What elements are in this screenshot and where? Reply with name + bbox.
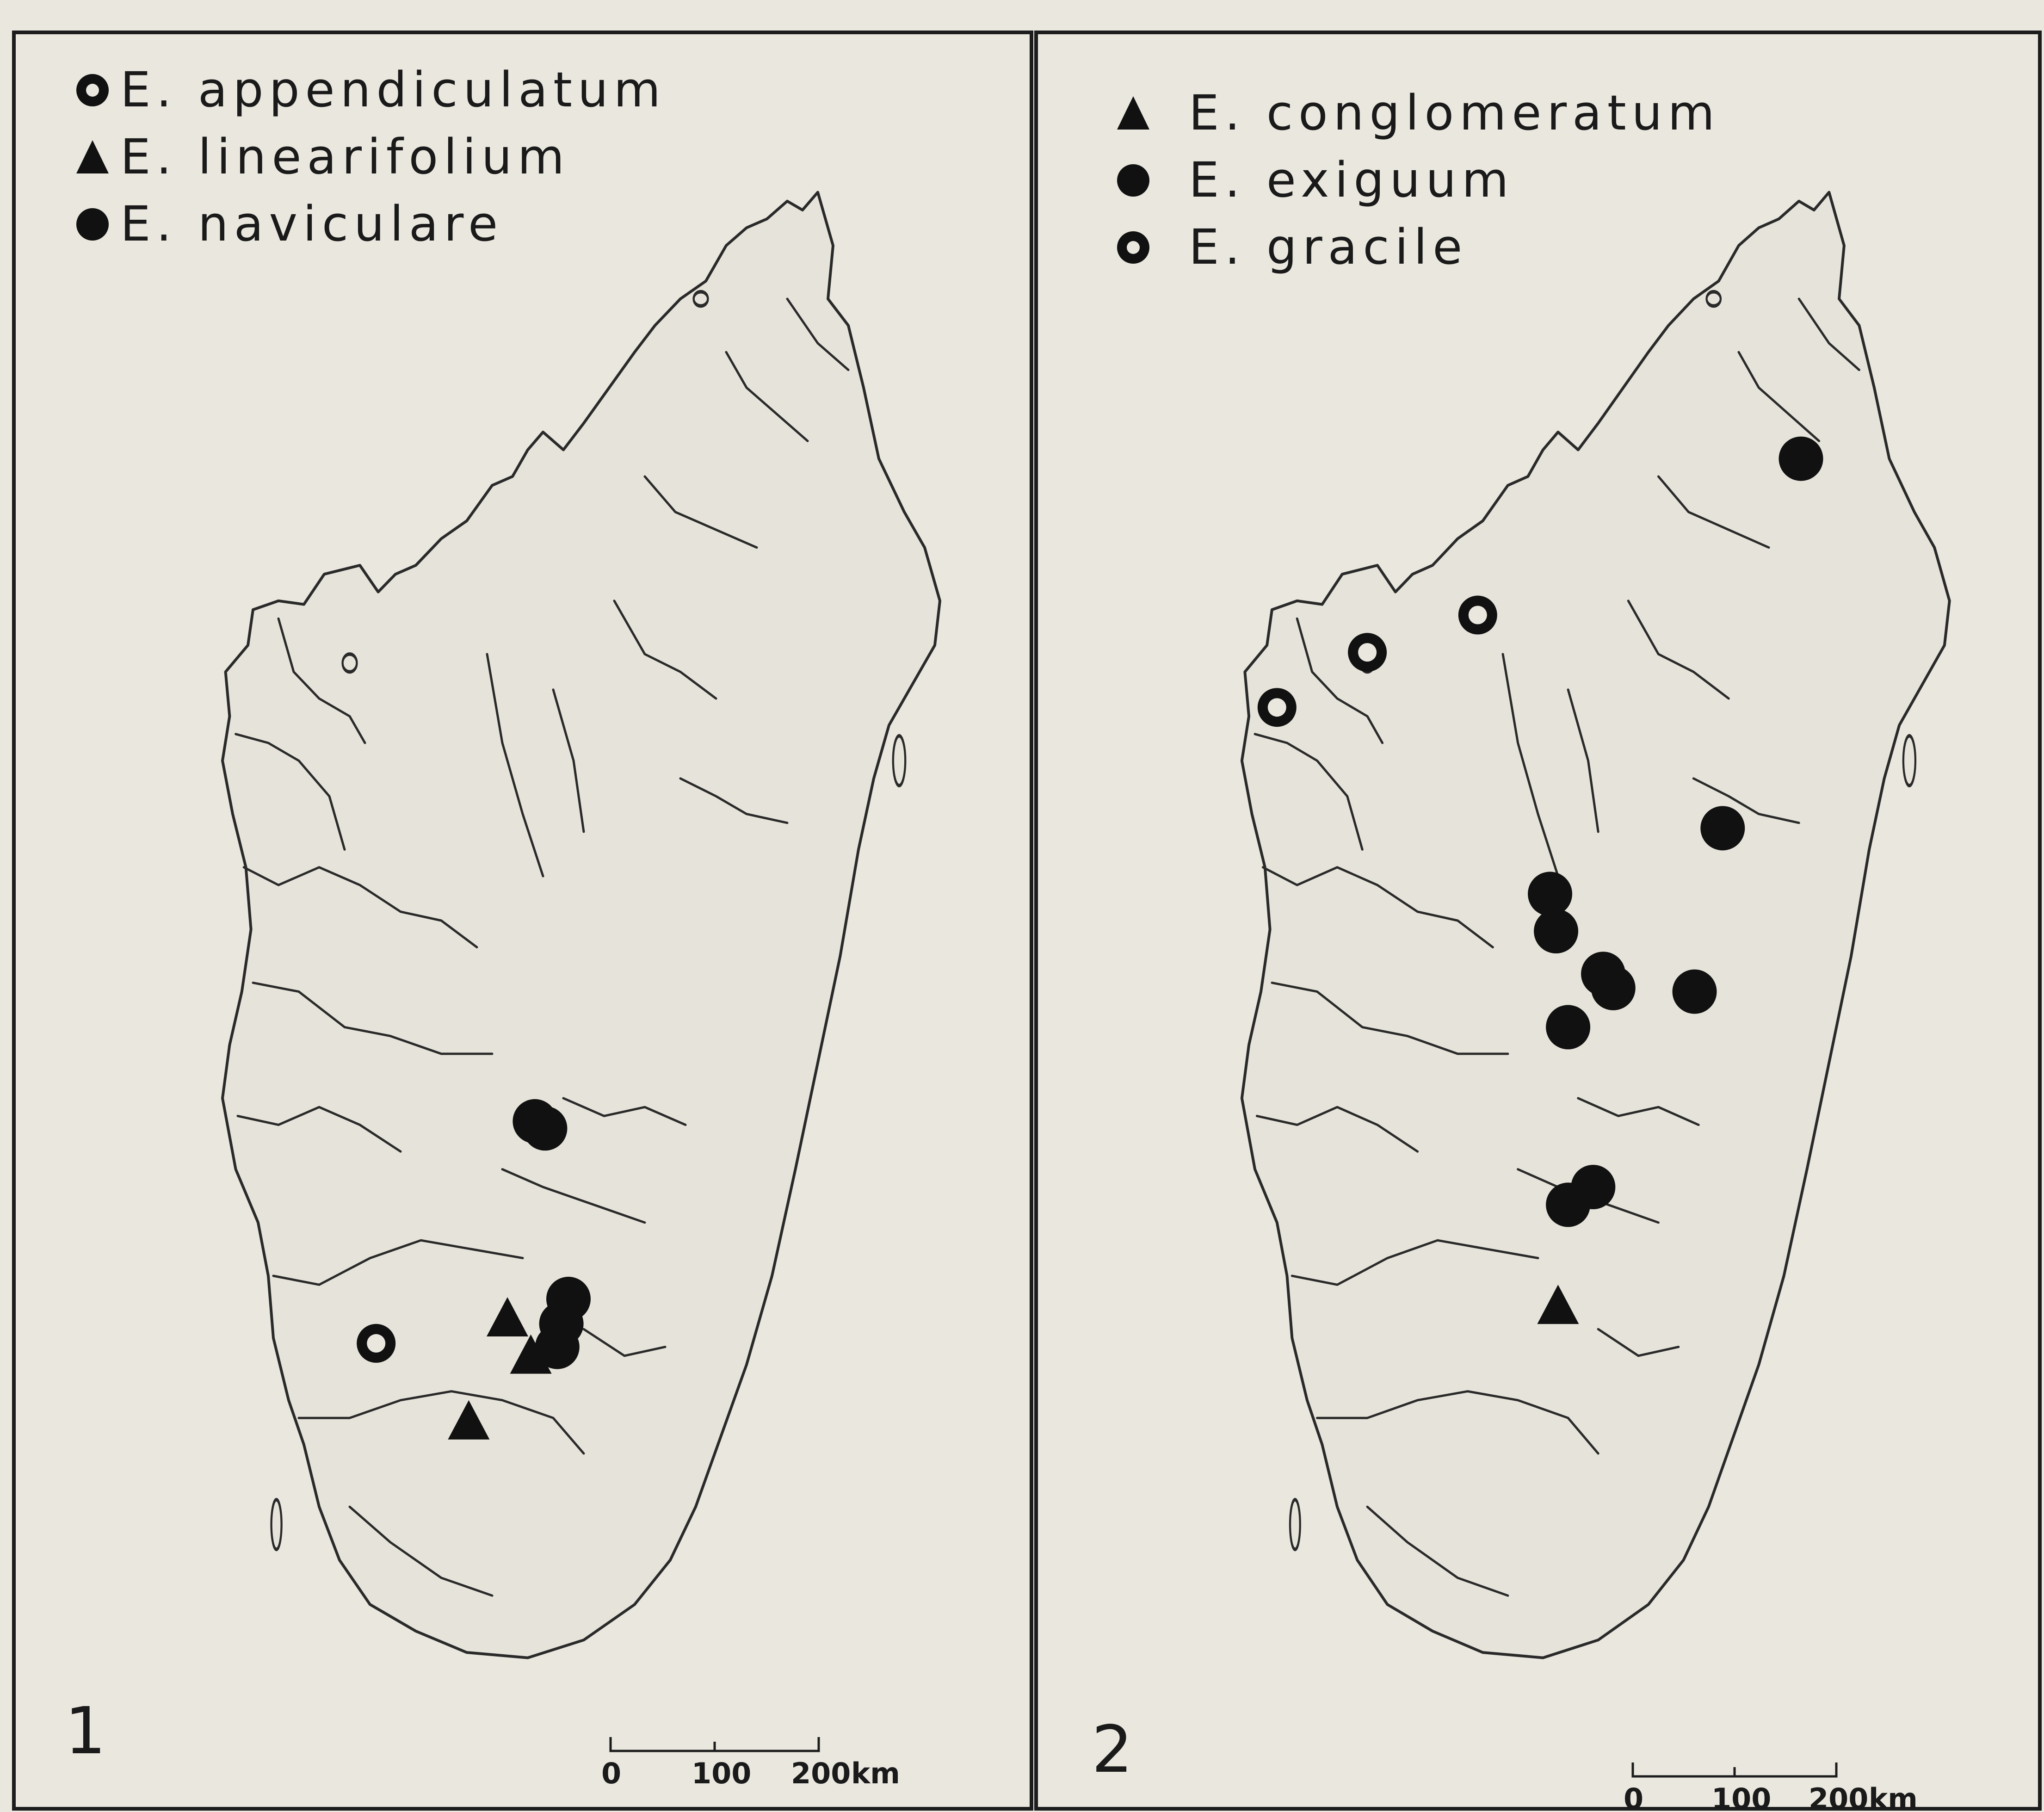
scale-tick-200: 200 — [1809, 1782, 1868, 1812]
legend-label: E. naviculare — [120, 196, 503, 252]
madagascar-map — [1242, 192, 1950, 1658]
scale-tick-100: 100 — [1711, 1782, 1771, 1812]
map-legend: E. appendiculatum E. linearifolium E. na… — [76, 62, 666, 252]
panel-1: E. appendiculatum E. linearifolium E. na… — [12, 31, 1033, 1811]
locality-triangle-marker — [1537, 1285, 1579, 1324]
locality-triangle-marker — [448, 1400, 490, 1440]
panel-1-markers — [357, 1099, 591, 1440]
panel-frame — [1034, 31, 2042, 1811]
panel-frame — [12, 31, 1033, 1811]
locality-circle-marker — [1546, 1005, 1591, 1050]
panel-2-markers — [1257, 436, 1823, 1324]
open-star-circle-inner-icon — [86, 84, 99, 97]
panel-number: 2 — [1092, 1712, 1133, 1787]
scale-tick-100: 100 — [692, 1756, 751, 1790]
locality-triangle-marker — [487, 1297, 528, 1336]
legend-item-conglomeratum: E. conglomeratum — [1117, 85, 1720, 141]
panel-2: E. conglomeratum E. exiguum E. gracile 2… — [1034, 31, 2042, 1812]
triangle-icon — [1117, 96, 1149, 130]
scale-bar: 0 100 200 km — [601, 1737, 900, 1790]
scale-bar: 0 100 200 km — [1624, 1763, 1918, 1812]
open-star-circle-inner-icon — [1127, 241, 1140, 254]
map-legend: E. conglomeratum E. exiguum E. gracile — [1117, 85, 1720, 275]
locality-open-star-inner — [1358, 643, 1377, 662]
locality-triangle-marker — [510, 1334, 552, 1374]
legend-label: E. exiguum — [1189, 152, 1514, 208]
scale-unit: km — [851, 1756, 900, 1790]
locality-circle-marker — [523, 1106, 568, 1151]
legend-item-gracile: E. gracile — [1117, 219, 1468, 275]
legend-label: E. conglomeratum — [1189, 85, 1720, 141]
legend-item-appendiculatum: E. appendiculatum — [76, 62, 666, 118]
circle-icon — [76, 208, 109, 241]
circle-icon — [1117, 164, 1149, 197]
locality-circle-marker — [1528, 872, 1573, 916]
locality-open-star-inner — [367, 1334, 386, 1353]
madagascar-map — [222, 192, 940, 1658]
legend-label: E. appendiculatum — [120, 62, 666, 118]
locality-circle-marker — [535, 1324, 580, 1369]
panel-number: 1 — [65, 1694, 106, 1769]
legend-item-linearifolium: E. linearifolium — [76, 129, 570, 185]
legend-label: E. linearifolium — [120, 129, 570, 185]
locality-circle-marker — [1672, 969, 1717, 1014]
legend-item-naviculare: E. naviculare — [76, 196, 503, 252]
locality-open-star-inner — [1267, 698, 1286, 717]
locality-circle-marker — [1591, 965, 1636, 1010]
locality-circle-marker — [1700, 806, 1745, 851]
scale-tick-200: 200 — [791, 1756, 851, 1790]
legend-label: E. gracile — [1189, 219, 1468, 275]
scale-tick-0: 0 — [601, 1756, 621, 1790]
scale-tick-0: 0 — [1624, 1782, 1643, 1812]
scale-unit: km — [1869, 1782, 1918, 1812]
locality-circle-marker — [1546, 1182, 1591, 1227]
locality-circle-marker — [1778, 436, 1823, 481]
legend-item-exiguum: E. exiguum — [1117, 152, 1514, 208]
locality-circle-marker — [1534, 909, 1579, 954]
triangle-icon — [76, 140, 109, 173]
locality-open-star-inner — [1468, 606, 1487, 625]
